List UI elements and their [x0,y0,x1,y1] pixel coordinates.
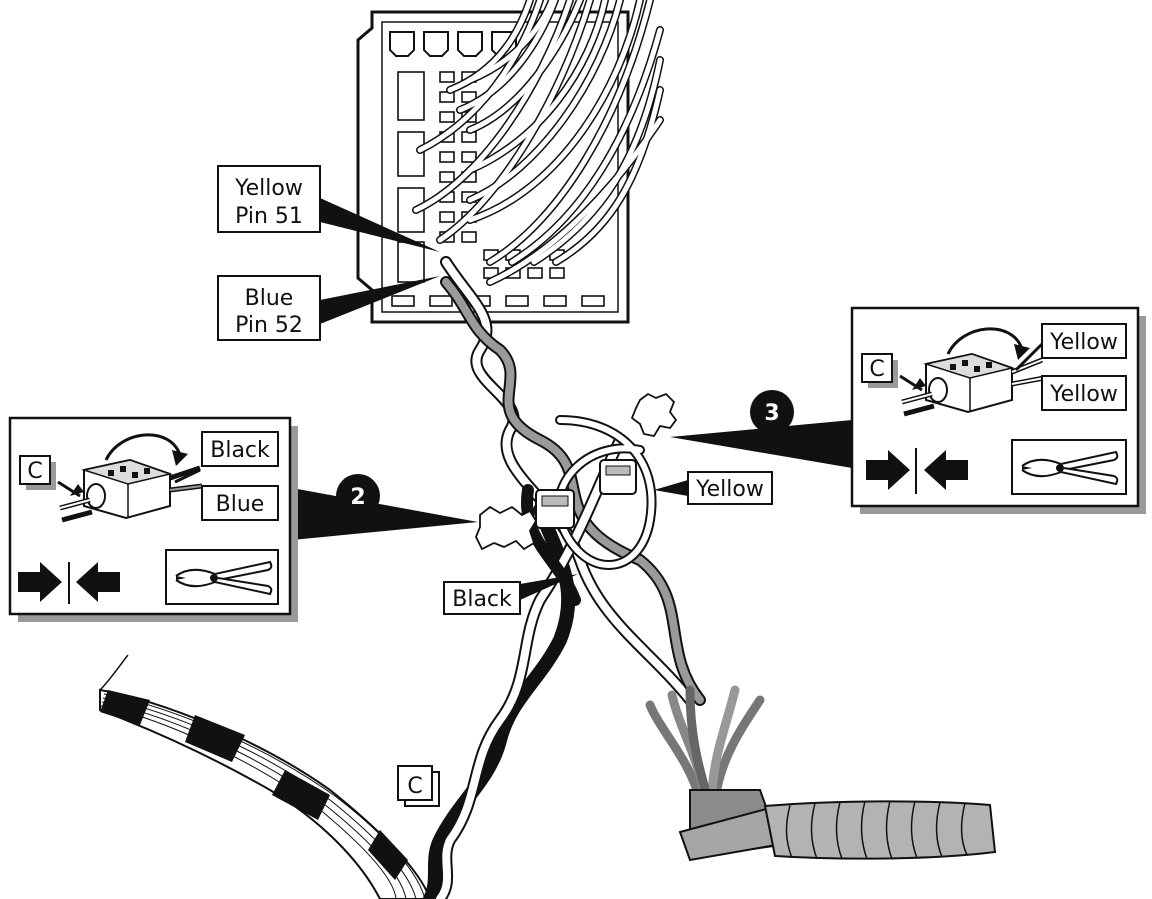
callout-panel-2: 2 C Black Blue [8,416,380,622]
splice-connector-detail-2 [57,433,203,523]
callout-2-wire-top: Black [210,438,270,463]
label-blue-pin-52-line1: Blue [245,286,294,311]
step-badge-2 [336,474,380,518]
label-black-wire: Black [443,581,521,615]
sheathed-cable-bundle [645,685,997,862]
label-black-wire-text: Black [452,587,512,612]
callout-2-connector-tag: C [27,459,42,484]
callout-3-wire-bottom: Yellow [1049,382,1118,407]
splice-connector-2 [475,489,575,551]
push-together-icon [866,448,968,494]
splice-connector-3 [599,392,678,495]
twisted-pair-yellow-blue [440,256,706,706]
callout-3-wire-top: Yellow [1049,330,1118,355]
push-together-icon [18,562,120,604]
callout-3-connector-tag: C [869,357,884,382]
shielded-cable-c [99,654,432,899]
label-yellow-pin-51-line2: Pin 51 [235,204,303,229]
black-wire [520,484,581,606]
callout-panel-3: 3 C Yellow Yellow [750,306,1146,514]
label-yellow-wire: Yellow [687,471,773,505]
pliers-icon [1011,439,1127,495]
pliers-icon [165,549,279,605]
step-number-3: 3 [764,401,779,426]
wire-bundle [412,0,664,286]
label-cable-c: C [397,765,440,807]
label-yellow-pin-51: Yellow Pin 51 [217,165,321,233]
label-blue-pin-52-line2: Pin 52 [235,313,303,338]
step-badge-3 [750,390,794,434]
label-yellow-pin-51-line1: Yellow [234,176,303,201]
callout-2-wire-bottom: Blue [216,492,265,517]
yellow-wire-loop [553,415,657,570]
leader-wedges [292,198,852,600]
label-blue-pin-52: Blue Pin 52 [217,275,321,341]
step-number-2: 2 [350,485,365,510]
splice-connector-detail-3 [899,327,1045,417]
label-cable-c-text: C [407,774,422,799]
label-yellow-wire-text: Yellow [695,477,764,502]
rotate-arrow-icon [104,433,182,461]
